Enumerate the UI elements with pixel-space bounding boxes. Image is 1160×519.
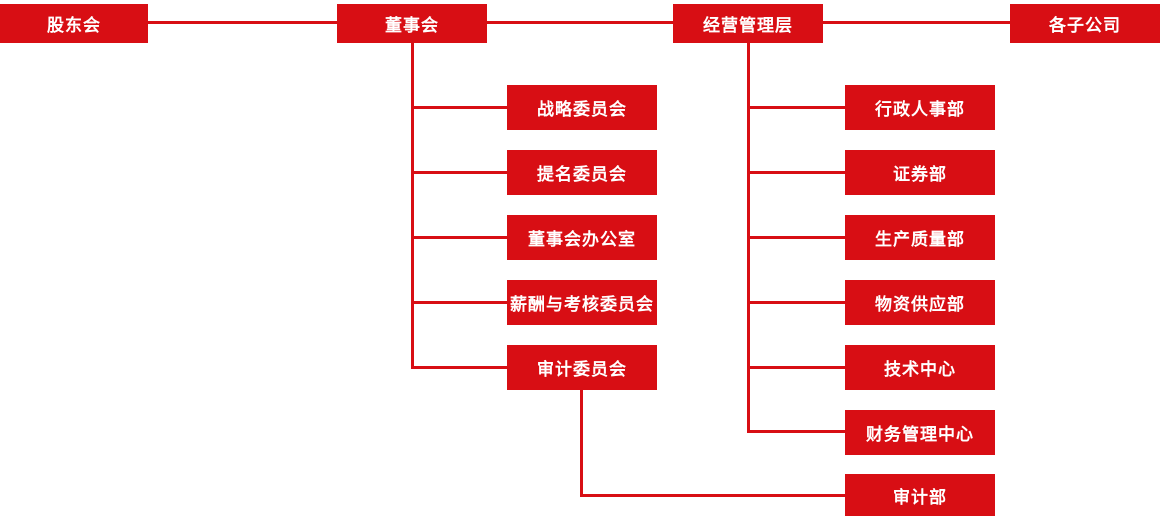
connector-management-branch-technology (747, 366, 845, 369)
connector-board-branch-strategy (411, 106, 507, 109)
org-node-subsidiaries: 各子公司 (1010, 4, 1160, 43)
org-node-production-quality-department: 生产质量部 (845, 215, 995, 260)
org-node-label: 行政人事部 (875, 100, 965, 120)
connector-management-branch-production (747, 236, 845, 239)
org-node-label: 物资供应部 (875, 295, 965, 315)
connector-shareholders-board (148, 21, 337, 24)
connector-management-branch-securities (747, 171, 845, 174)
org-node-remuneration-committee: 薪酬与考核委员会 (507, 280, 657, 325)
org-node-label: 薪酬与考核委员会 (510, 295, 654, 315)
org-node-nomination-committee: 提名委员会 (507, 150, 657, 195)
connector-board-branch-office (411, 236, 507, 239)
connector-management-branch-finance (747, 430, 845, 433)
connector-management-branch-supply (747, 301, 845, 304)
connector-management-branch-hr (747, 106, 845, 109)
org-node-strategy-committee: 战略委员会 (507, 85, 657, 130)
connector-board-management (487, 21, 673, 24)
connector-board-trunk (411, 43, 414, 369)
org-node-audit-committee: 审计委员会 (507, 345, 657, 390)
org-node-admin-hr-department: 行政人事部 (845, 85, 995, 130)
org-node-finance-management-center: 财务管理中心 (845, 410, 995, 455)
connector-audit-trunk (580, 390, 583, 497)
org-node-label: 生产质量部 (875, 230, 965, 250)
org-node-label: 证券部 (893, 165, 947, 185)
connector-board-branch-audit-committee (411, 366, 507, 369)
org-node-label: 财务管理中心 (866, 425, 974, 445)
org-node-label: 各子公司 (1049, 16, 1121, 36)
org-node-label: 技术中心 (884, 360, 956, 380)
org-node-label: 董事会 (385, 16, 439, 36)
org-node-label: 审计委员会 (537, 360, 627, 380)
org-node-label: 审计部 (893, 487, 947, 508)
org-node-audit-department: 审计部 (845, 474, 995, 516)
org-node-board-of-directors: 董事会 (337, 4, 487, 43)
org-node-technology-center: 技术中心 (845, 345, 995, 390)
org-node-management-level: 经营管理层 (673, 4, 823, 43)
org-node-label: 股东会 (47, 16, 101, 36)
org-node-label: 提名委员会 (537, 165, 627, 185)
org-node-board-office: 董事会办公室 (507, 215, 657, 260)
connector-management-subsidiaries (823, 21, 1010, 24)
connector-board-branch-nomination (411, 171, 507, 174)
org-node-securities-department: 证券部 (845, 150, 995, 195)
connector-board-branch-remuneration (411, 301, 507, 304)
connector-audit-branch (580, 494, 845, 497)
org-node-label: 经营管理层 (703, 16, 793, 36)
org-node-label: 董事会办公室 (528, 230, 636, 250)
org-node-shareholders-meeting: 股东会 (0, 4, 148, 43)
org-node-label: 战略委员会 (537, 100, 627, 120)
org-node-material-supply-department: 物资供应部 (845, 280, 995, 325)
